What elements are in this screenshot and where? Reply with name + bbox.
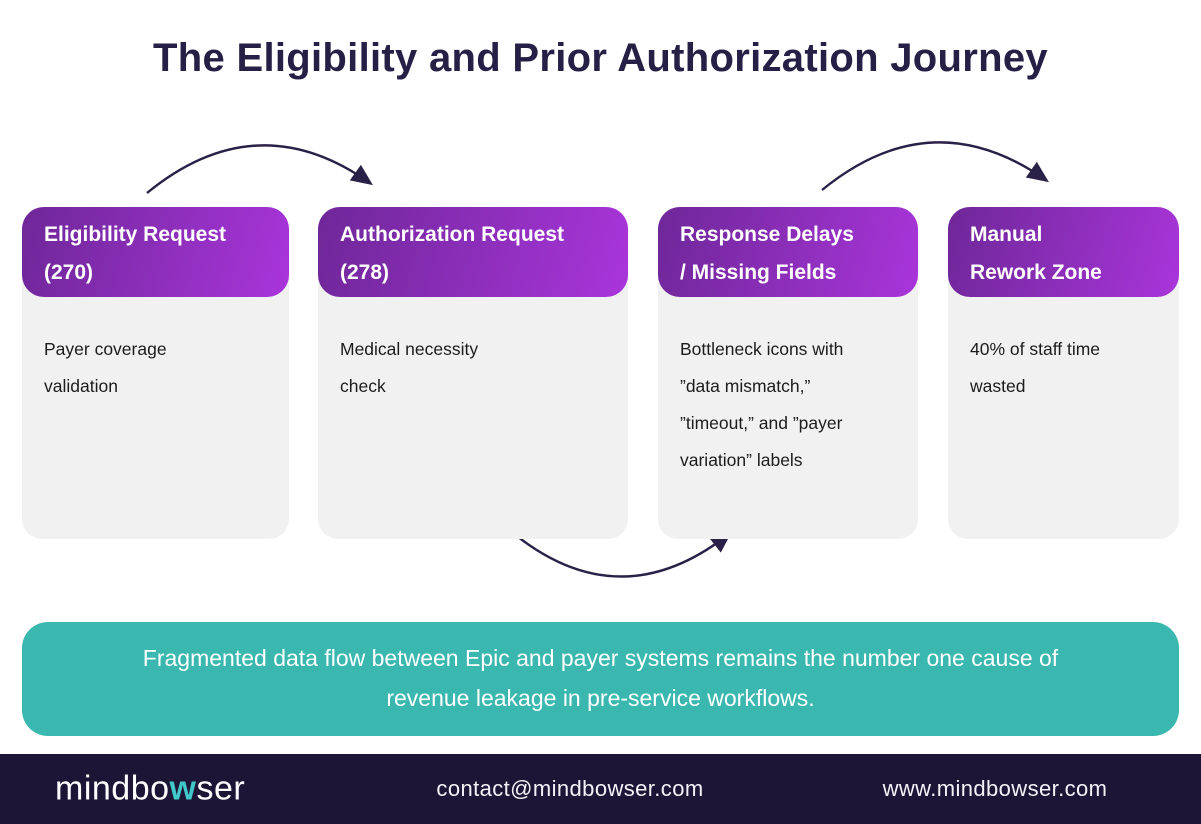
arrow-card1-to-card2 [146,144,373,194]
footer-bar: mindbowser contact@mindbowser.com www.mi… [0,754,1201,824]
arrow-card3-to-card4 [821,141,1049,191]
step-card-manual-rework: Manual Rework Zone 40% of staff time was… [948,207,1179,539]
website-link[interactable]: www.mindbowser.com [882,776,1108,801]
step-card-header: Authorization Request (278) [318,207,628,297]
step-card-header: Eligibility Request (270) [22,207,289,297]
mindbowser-logo: mindbowser [55,770,245,809]
contact-email-link[interactable]: contact@mindbowser.com [436,776,704,801]
step-card-response-delays: Response Delays / Missing Fields Bottlen… [658,207,918,539]
step-card-header: Response Delays / Missing Fields [658,207,918,297]
step-card-authorization-request: Authorization Request (278) Medical nece… [318,207,628,539]
logo-text-left: mindbo [55,769,170,808]
step-card-header: Manual Rework Zone [948,207,1179,297]
logo-text-right: ser [196,769,246,808]
page-title: The Eligibility and Prior Authorization … [153,36,1048,80]
step-card-eligibility-request: Eligibility Request (270) Payer coverage… [22,207,289,539]
key-insight-banner: Fragmented data flow between Epic and pa… [22,622,1179,736]
logo-w-accent: w [169,769,197,808]
